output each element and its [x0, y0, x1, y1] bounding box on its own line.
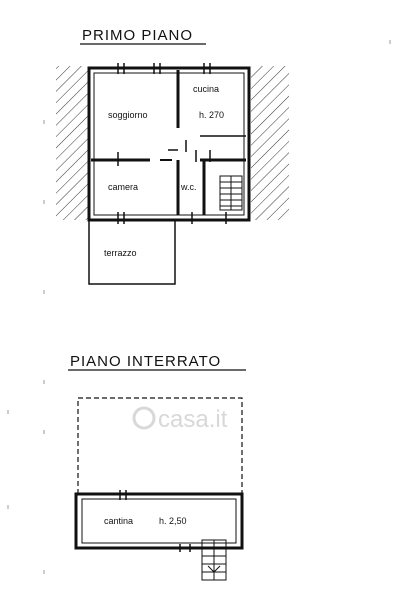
casa-it-watermark: casa.it: [132, 406, 228, 433]
margin-marks: [7, 40, 391, 574]
room-label-soggiorno: soggiorno: [108, 110, 148, 120]
room-label-terrazzo: terrazzo: [104, 248, 137, 258]
first-floor-room-labels: soggiorno cucina h. 270 camera w.c. terr…: [104, 84, 224, 258]
basement-room-labels: cantina h. 2,50: [104, 516, 187, 526]
room-label-camera: camera: [108, 182, 138, 192]
first-floor-title: PRIMO PIANO: [82, 27, 193, 44]
svg-text:casa.it: casa.it: [158, 406, 228, 433]
room-label-wc: w.c.: [180, 182, 197, 192]
left-hatched-wall: [56, 66, 90, 220]
room-label-cantina: cantina: [104, 516, 133, 526]
basement-walls: [74, 397, 244, 581]
first-floor-walls: [87, 63, 251, 285]
right-hatched-wall: [251, 66, 289, 220]
room-label-cantina-height: h. 2,50: [159, 516, 187, 526]
room-label-cucina-height: h. 270: [199, 110, 224, 120]
room-label-cucina: cucina: [193, 84, 219, 94]
basement-title: PIANO INTERRATO: [70, 353, 221, 370]
